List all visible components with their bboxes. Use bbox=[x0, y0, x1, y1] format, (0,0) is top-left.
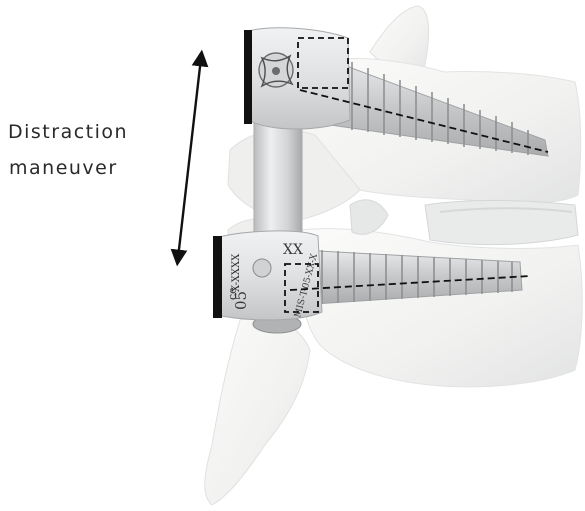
annotation-label-line2: maneuver bbox=[9, 157, 118, 179]
upper-head-black-band bbox=[244, 30, 252, 124]
upper-head-socket-icon bbox=[259, 53, 293, 87]
lower-head-black-band bbox=[213, 236, 222, 318]
distraction-arrow bbox=[178, 58, 201, 258]
annotation-label-line1: Distraction bbox=[8, 121, 128, 143]
intervertebral-disc bbox=[425, 200, 578, 244]
inferior-spinous-process bbox=[205, 317, 310, 505]
lower-head-ce-mark: ce bbox=[226, 287, 239, 300]
lower-head-top-text: XX bbox=[283, 242, 303, 258]
lower-head-side-text: X-XXXX bbox=[231, 253, 242, 292]
lower-head-socket-icon bbox=[253, 259, 271, 277]
